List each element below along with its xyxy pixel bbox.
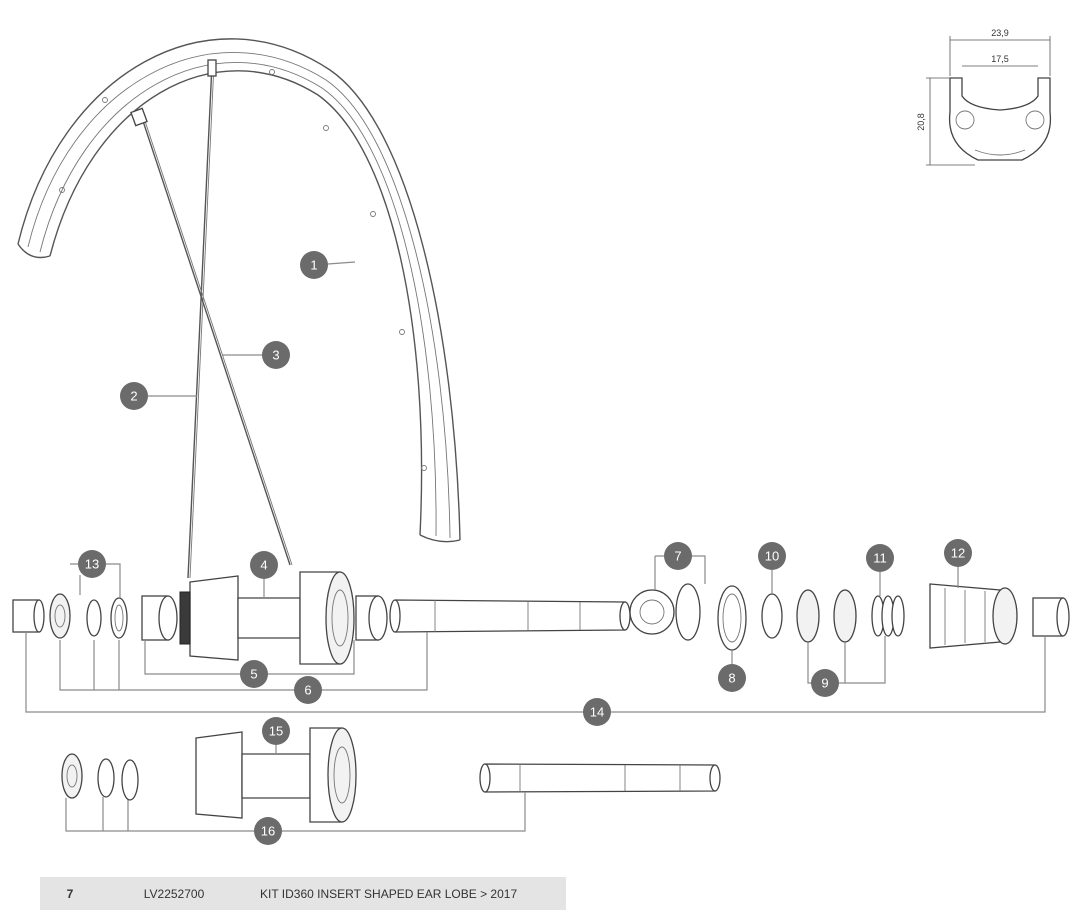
callout-12: 12 [944, 539, 972, 567]
svg-text:14: 14 [590, 705, 604, 720]
svg-text:13: 13 [85, 557, 99, 572]
callout-5: 5 [240, 660, 268, 688]
callout-11: 11 [866, 544, 894, 572]
callout-16: 16 [254, 817, 282, 845]
svg-text:2: 2 [130, 389, 137, 404]
hub-assembly [12, 571, 1070, 665]
callout-6: 6 [294, 676, 322, 704]
svg-text:8: 8 [728, 671, 735, 686]
rim-outer-width: 23,9 [991, 28, 1009, 38]
svg-text:11: 11 [873, 551, 887, 566]
callout-15: 15 [262, 717, 290, 745]
svg-text:5: 5 [250, 667, 257, 682]
callout-2: 2 [120, 382, 148, 410]
part-table-row: 7 LV2252700 KIT ID360 INSERT SHAPED EAR … [40, 877, 566, 910]
callout-1: 1 [300, 251, 328, 279]
rim-inner-width: 17,5 [991, 54, 1009, 64]
svg-text:15: 15 [269, 724, 283, 739]
rim-height: 20,8 [916, 113, 926, 131]
leader-lines [25, 261, 1046, 832]
callout-7: 7 [664, 542, 692, 570]
svg-text:7: 7 [674, 549, 681, 564]
part-description: KIT ID360 INSERT SHAPED EAR LOBE > 2017 [260, 886, 518, 901]
svg-text:12: 12 [951, 546, 965, 561]
hub-assembly-alt [61, 727, 721, 823]
callout-10: 10 [758, 542, 786, 570]
svg-text:10: 10 [765, 549, 779, 564]
callout-4: 4 [250, 551, 278, 579]
svg-text:9: 9 [821, 676, 828, 691]
svg-text:6: 6 [304, 683, 311, 698]
callout-3: 3 [262, 341, 290, 369]
rim-profile: 23,9 17,5 20,8 [916, 28, 1052, 166]
callout-13: 13 [78, 550, 106, 578]
svg-text:1: 1 [310, 258, 317, 273]
callout-14: 14 [583, 698, 611, 726]
svg-text:4: 4 [260, 558, 267, 573]
callout-9: 9 [811, 669, 839, 697]
part-code: LV2252700 [143, 886, 205, 901]
spokes [130, 59, 293, 579]
svg-text:16: 16 [261, 824, 275, 839]
svg-text:3: 3 [272, 348, 279, 363]
rim [17, 38, 461, 543]
callout-8: 8 [718, 664, 746, 692]
part-ref: 7 [66, 886, 74, 901]
